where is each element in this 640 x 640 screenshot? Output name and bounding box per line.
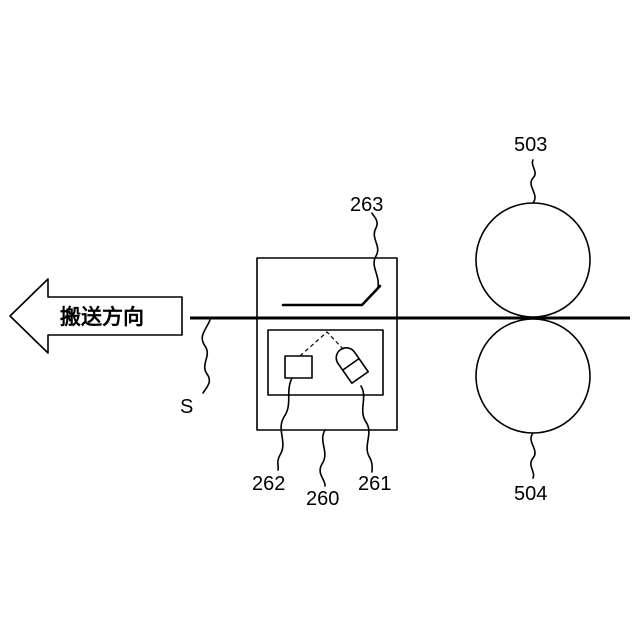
sheet-label: S	[180, 396, 193, 418]
sensor-262-label: 262	[252, 473, 285, 495]
unit-260-leader	[320, 430, 325, 486]
light-source-261-leader	[361, 386, 372, 472]
guide-263	[283, 286, 380, 305]
upper-roller-503	[476, 203, 590, 317]
light-source-261	[332, 344, 368, 383]
lower-roller-504	[476, 319, 590, 433]
lower-roller-504-leader	[531, 433, 535, 478]
upper-roller-503-leader	[531, 160, 535, 203]
conveyance-direction-arrow: 搬送方向	[10, 279, 182, 353]
guide-263-label: 263	[350, 194, 383, 216]
guide-263-leader	[372, 213, 378, 287]
sensor-262	[285, 356, 312, 378]
lower-roller-504-label: 504	[514, 483, 547, 505]
sensor-262-leader	[278, 378, 292, 470]
light-source-261-label: 261	[358, 473, 391, 495]
unit-260-housing	[257, 258, 397, 430]
sheet-leader-line	[202, 320, 210, 393]
unit-260-label: 260	[306, 488, 339, 510]
conveyance-direction-label: 搬送方向	[60, 305, 144, 329]
upper-roller-503-label: 503	[514, 134, 547, 156]
